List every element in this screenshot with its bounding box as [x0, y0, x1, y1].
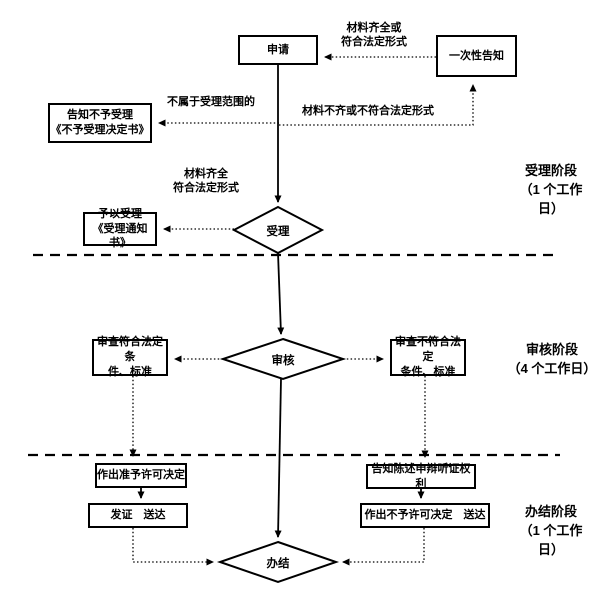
- accept-decision-diamond: [231, 205, 325, 255]
- stage-finish: 办结阶段 （1 个工作 日）: [519, 504, 583, 557]
- label-materials-complete: 材料齐全 符合法定形式: [173, 168, 239, 195]
- one-time-notice-box: 一次性告知: [436, 35, 517, 77]
- review-fail-box: 审查不符合法定 条件、标准: [390, 336, 466, 378]
- review-decision-diamond: [219, 337, 347, 381]
- reject-notice-box: 告知不予受理 《不予受理决定书》: [48, 103, 152, 143]
- deny-deliver-box: 作出不予许可决定 送达: [360, 503, 490, 528]
- edge-issue-to-finish: [132, 528, 214, 566]
- finish-diamond: [216, 540, 340, 584]
- grant-decision-box: 作出准予许可决定: [95, 463, 187, 488]
- edge-review-to-finish: [274, 378, 282, 538]
- label-not-in-scope: 不属于受理范围的: [167, 96, 255, 108]
- hearing-rights-box: 告知陈述申辩听证权利: [366, 463, 476, 490]
- issue-deliver-box: 发证 送达: [88, 503, 188, 528]
- stage-review: 审核阶段 （4 个工作日）: [507, 342, 597, 376]
- label-materials-complete-or: 材料齐全或 符合法定形式: [341, 22, 407, 49]
- edge-main-to-notice: [279, 84, 477, 126]
- review-decision-label: 审核: [271, 355, 295, 367]
- edge-deny-to-finish: [342, 528, 425, 566]
- stage-accept: 受理阶段 （1 个工作 日）: [519, 163, 583, 216]
- accept-notice-box: 予以受理 《受理通知书》: [83, 208, 157, 249]
- apply-box: 申请: [238, 35, 318, 65]
- edge-accept-to-review: [277, 252, 285, 335]
- finish-label: 办结: [266, 558, 290, 570]
- label-materials-incomplete: 材料不齐或不符合法定形式: [302, 105, 434, 117]
- accept-decision-label: 受理: [266, 226, 290, 238]
- review-pass-box: 审查符合法定条 件、标准: [92, 336, 168, 378]
